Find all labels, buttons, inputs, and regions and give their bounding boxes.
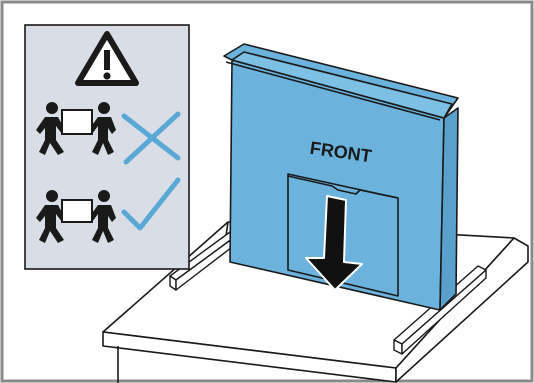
box-side-face <box>439 107 459 311</box>
cross-icon <box>121 111 181 165</box>
warning-panel <box>24 24 190 270</box>
warning-triangle-icon <box>75 31 139 86</box>
two-person-carry-icon <box>36 190 116 243</box>
two-person-carry-icon <box>36 102 116 155</box>
arrow-down-icon <box>305 195 363 291</box>
checkmark-icon <box>121 177 181 231</box>
